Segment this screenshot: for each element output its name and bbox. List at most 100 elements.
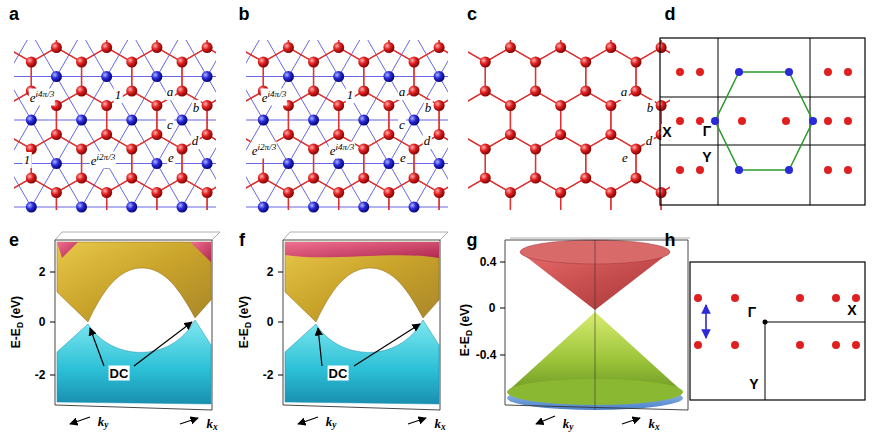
dirac-point	[844, 166, 852, 174]
atom-blue	[177, 115, 188, 126]
atom-red	[202, 100, 213, 111]
atom-red	[605, 42, 616, 53]
atom-red	[308, 86, 319, 97]
atom-red	[383, 100, 394, 111]
site-label: e	[399, 150, 407, 166]
atom-red	[434, 129, 445, 140]
atom-blue	[26, 115, 37, 126]
dirac-point	[694, 294, 702, 302]
dirac-point	[696, 68, 704, 76]
atom-red	[409, 57, 420, 68]
atom-red	[580, 144, 591, 155]
atom-red	[656, 187, 667, 198]
dirac-point	[824, 117, 832, 125]
hopping-line	[14, 76, 56, 77]
atom-red	[656, 100, 667, 111]
atom-blue	[26, 202, 37, 213]
axis-arrow	[70, 417, 90, 424]
atom-red	[434, 187, 445, 198]
box-edge	[283, 232, 290, 240]
atom-blue	[434, 158, 445, 169]
leader-arrow	[134, 322, 192, 366]
axis-arrow	[536, 416, 555, 424]
hopping-line	[439, 207, 448, 210]
atom-blue	[151, 158, 162, 169]
atom-red	[76, 57, 87, 68]
dirac-point	[844, 117, 852, 125]
dirac-cone-label: DC	[328, 366, 349, 381]
site-label: c	[398, 117, 406, 133]
atom-red	[283, 129, 294, 140]
axis-label: ky	[562, 416, 575, 433]
site-label: 1	[346, 87, 355, 103]
top-band	[190, 242, 211, 262]
atom-red	[308, 173, 319, 184]
tick-mark	[500, 262, 505, 263]
hopping-line	[389, 77, 414, 121]
dirac-point	[852, 341, 860, 349]
atom-red	[605, 187, 616, 198]
hopping-line	[157, 77, 182, 121]
site-label: e	[621, 150, 629, 166]
atom-blue	[333, 158, 344, 169]
atom-red	[358, 173, 369, 184]
atom-red	[258, 173, 269, 184]
site-label: d	[191, 133, 200, 149]
site-label: d	[645, 133, 654, 149]
tick-label: -2	[262, 368, 275, 382]
hopping-line	[207, 207, 216, 210]
dirac-point-blue	[735, 68, 743, 76]
atom-blue	[333, 71, 344, 82]
dirac-point	[676, 68, 684, 76]
site-label: c	[166, 117, 174, 133]
atom-blue	[76, 202, 87, 213]
dirac-point	[676, 117, 684, 125]
atom-red	[605, 129, 616, 140]
atom-red	[51, 187, 62, 198]
band-gap-region	[100, 282, 184, 306]
site-label: d	[423, 133, 432, 149]
axis-label: kx	[205, 416, 218, 433]
dirac-point	[731, 341, 739, 349]
atom-red	[177, 144, 188, 155]
hopping-line	[182, 120, 207, 164]
atom-red	[126, 144, 137, 155]
atom-blue	[51, 71, 62, 82]
atom-red	[126, 57, 137, 68]
hopping-line	[207, 77, 216, 121]
panel-letter: e	[9, 230, 19, 251]
panel-letter: c	[467, 4, 477, 25]
axis-label: ky	[97, 414, 110, 431]
hopping-line	[56, 120, 81, 164]
hopping-line	[246, 163, 288, 164]
hopping-line	[364, 77, 389, 121]
atom-red	[555, 100, 566, 111]
atom-blue	[409, 202, 420, 213]
hopping-line	[132, 77, 157, 121]
atom-red	[283, 42, 294, 53]
top-band	[57, 242, 78, 258]
site-label: b	[192, 100, 201, 116]
atom-blue	[409, 115, 420, 126]
atom-blue	[126, 115, 137, 126]
dirac-point	[824, 166, 832, 174]
atom-red	[409, 86, 420, 97]
axis-label: E-ED (eV)	[237, 295, 253, 349]
atom-red	[555, 42, 566, 53]
dirac-point	[832, 294, 840, 302]
box-edge	[595, 240, 596, 410]
atom-red	[631, 86, 642, 97]
box-edge	[62, 232, 220, 233]
dirac-point-blue	[785, 68, 793, 76]
box-edge	[55, 232, 62, 240]
site-label: a	[398, 84, 407, 100]
atom-blue	[51, 158, 62, 169]
hopping-line	[182, 77, 207, 121]
brillouin-zone	[660, 38, 865, 205]
atom-red	[505, 187, 516, 198]
zone-line	[765, 322, 865, 323]
atom-red	[530, 144, 541, 155]
gamma-point	[763, 320, 768, 325]
